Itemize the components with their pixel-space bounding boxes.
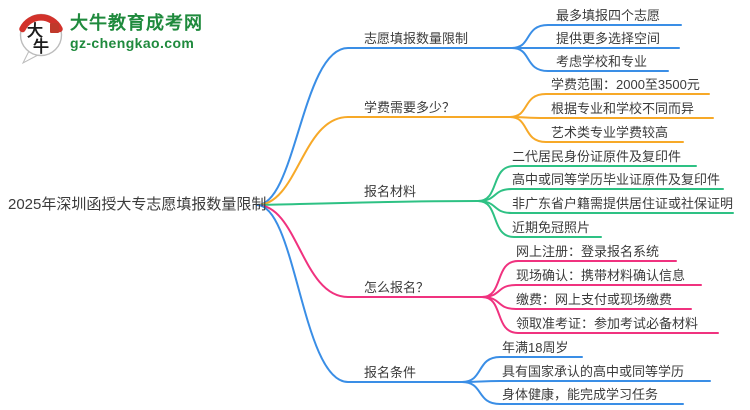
mindmap-root-label: 2025年深圳函授大专志愿填报数量限制 (8, 196, 267, 213)
mindmap-leaf: 网上注册：登录报名系统 (516, 244, 660, 259)
daniu-logo-icon: 大 牛 (19, 13, 63, 65)
mindmap-leaf: 最多填报四个志愿 (556, 8, 661, 23)
mindmap-leaf: 身体健康，能完成学习任务 (502, 387, 659, 402)
branch-label: 报名材料 (364, 184, 417, 199)
branch-line (256, 47, 513, 206)
branch-line (256, 204, 463, 383)
mindmap-leaf: 领取准考证：参加考试必备材料 (516, 316, 699, 331)
child-underline (477, 200, 602, 238)
child-underline (461, 380, 711, 383)
child-underline (509, 116, 714, 119)
mindmap-leaf: 考虑学校和专业 (556, 54, 648, 69)
mindmap-leaf: 二代居民身份证原件及复印件 (512, 149, 682, 164)
mindmap-leaf: 年满18周岁 (502, 340, 569, 355)
child-underline (461, 381, 684, 405)
branch-label: 报名条件 (364, 365, 417, 380)
child-underline (511, 47, 669, 72)
child-underline (481, 296, 719, 334)
mindmap-leaf: 提供更多选择空间 (556, 31, 661, 46)
svg-text:牛: 牛 (33, 37, 49, 56)
site-logo[interactable]: 大 牛 大牛教育成考网 gz-chengkao.com (16, 10, 206, 66)
site-url: gz-chengkao.com (70, 35, 195, 51)
mindmap-leaf: 学费范围：2000至3500元 (551, 77, 700, 92)
branch-label: 志愿填报数量限制 (364, 31, 469, 46)
mindmap-leaf: 现场确认：携带材料确认信息 (516, 268, 686, 283)
branch-line (256, 204, 483, 298)
mindmap-leaf: 近期免冠照片 (512, 220, 591, 235)
child-underline (509, 116, 684, 143)
branch-line (256, 200, 479, 206)
svg-text:大: 大 (27, 21, 43, 40)
mindmap-leaf: 缴费：网上支付或现场缴费 (516, 292, 673, 307)
branch-label: 怎么报名？ (364, 280, 430, 295)
mindmap-leaf: 具有国家承认的高中或同等学历 (502, 364, 685, 379)
mindmap-leaf: 根据专业和学校不同而异 (551, 101, 695, 116)
mindmap-leaf: 高中或同等学历毕业证原件及复印件 (512, 172, 721, 187)
branch-label: 学费需要多少？ (364, 100, 456, 115)
site-name: 大牛教育成考网 (70, 13, 203, 33)
mindmap-leaf: 艺术类专业学费较高 (551, 125, 669, 140)
mindmap-leaf: 非广东省户籍需提供居住证或社保证明 (512, 196, 734, 211)
branch-line (256, 116, 511, 206)
